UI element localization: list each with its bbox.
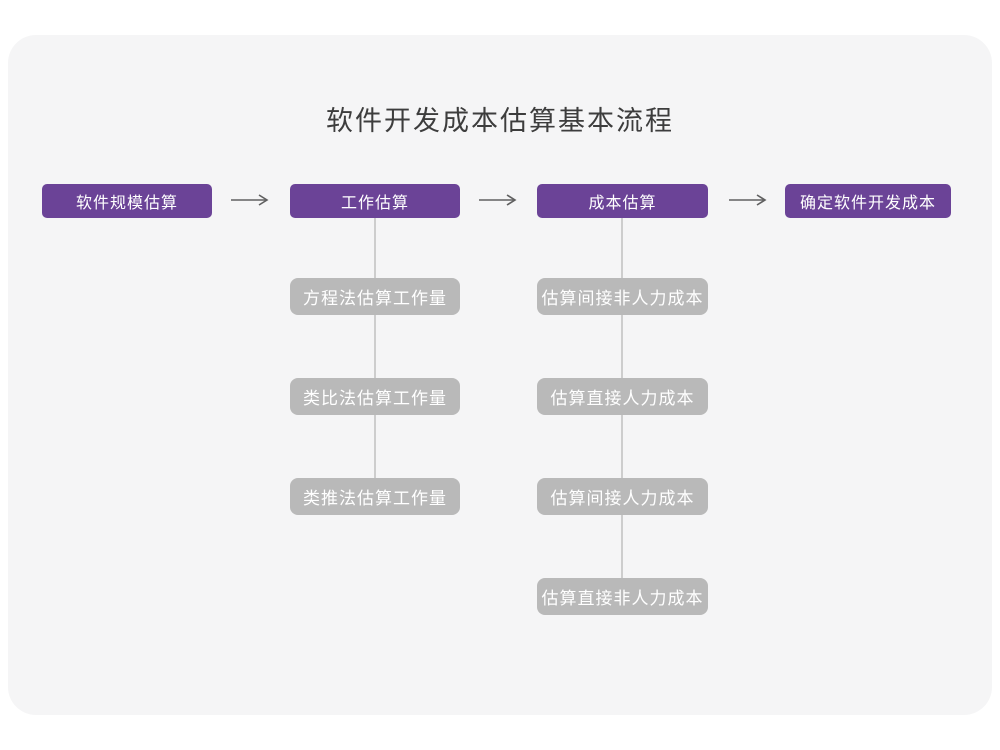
arrow-right-icon <box>479 194 517 206</box>
substep-box-indirect-nonlabor-cost: 估算间接非人力成本 <box>537 278 708 315</box>
substep-box-extrapolation-method: 类推法估算工作量 <box>290 478 460 515</box>
arrow-right-icon <box>729 194 767 206</box>
substep-box-equation-method: 方程法估算工作量 <box>290 278 460 315</box>
stage-box-determine-dev-cost: 确定软件开发成本 <box>785 184 951 218</box>
substep-box-direct-nonlabor-cost: 估算直接非人力成本 <box>537 578 708 615</box>
stage-box-work-estimation: 工作估算 <box>290 184 460 218</box>
substep-box-analogy-method: 类比法估算工作量 <box>290 378 460 415</box>
substep-box-indirect-labor-cost: 估算间接人力成本 <box>537 478 708 515</box>
stage-box-software-scale-estimation: 软件规模估算 <box>42 184 212 218</box>
connector-line-work-estimation <box>374 218 376 478</box>
stage-box-cost-estimation: 成本估算 <box>537 184 708 218</box>
arrow-right-icon <box>231 194 269 206</box>
substep-box-direct-labor-cost: 估算直接人力成本 <box>537 378 708 415</box>
diagram-card-background <box>8 35 992 715</box>
diagram-title: 软件开发成本估算基本流程 <box>326 106 674 136</box>
